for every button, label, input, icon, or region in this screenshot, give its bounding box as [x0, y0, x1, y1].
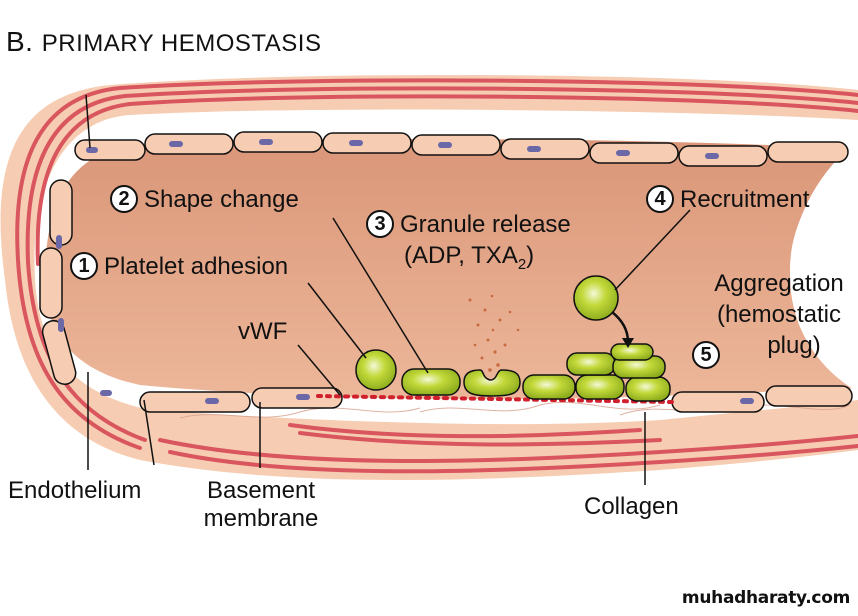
vessel-cut-opening [790, 140, 858, 392]
cell-nuclei [56, 139, 754, 404]
step-1-text: Platelet adhesion [104, 253, 289, 280]
step-5-badge-wrap: 5 [692, 340, 726, 371]
arrow-head-icon [622, 338, 634, 348]
step-number-badge: 3 [366, 209, 394, 238]
endothelium-label: Endothelium [8, 477, 142, 504]
step-number-badge: 1 [70, 251, 98, 280]
endothelial-cells [39, 131, 853, 413]
granule-release-particles [468, 294, 520, 372]
platelet-shape-changed [401, 368, 461, 396]
basement-line-2: membrane [203, 505, 319, 532]
step-2-text: Shape change [144, 186, 299, 213]
watermark: muhadharaty.com [681, 588, 850, 608]
collagen-label: Collagen [584, 493, 679, 520]
platelet-recruited [573, 275, 619, 321]
basement-line-1: Basement [206, 477, 316, 504]
step-number-badge: 5 [692, 340, 720, 369]
step-number-badge: 4 [646, 184, 674, 213]
platelets [355, 275, 671, 402]
step-3-text: Granule release [400, 211, 571, 238]
vessel-wall [0, 74, 858, 480]
basement-membrane-label: Basement membrane [186, 477, 336, 533]
step-3-sub-subscript: 2 [517, 255, 527, 273]
step-5-line-1: Aggregation [714, 270, 844, 297]
vwf-label: vWF [238, 318, 288, 345]
platelet-releasing [463, 369, 521, 397]
step-5-line-3: plug) [767, 332, 821, 359]
step-5-label: Aggregation (hemostatic plug) [700, 268, 858, 361]
step-4-text: Recruitment [680, 186, 810, 213]
smooth-muscle-layers [15, 78, 858, 474]
leader-lines [85, 94, 691, 485]
figure-title: B. PRIMARY HEMOSTASIS [6, 26, 321, 58]
title-text: PRIMARY HEMOSTASIS [41, 30, 322, 57]
platelet-adhered [355, 349, 397, 391]
title-prefix: B. [6, 26, 34, 57]
step-3-sub-prefix: (ADP, TXA [404, 242, 518, 269]
step-5-line-2: (hemostatic [716, 301, 842, 328]
vwf-fibers [316, 394, 674, 404]
step-3-sub-suffix: ) [526, 242, 535, 269]
step-number-badge: 2 [110, 184, 138, 213]
step-3-sublabel: (ADP, TXA2) [404, 242, 534, 279]
